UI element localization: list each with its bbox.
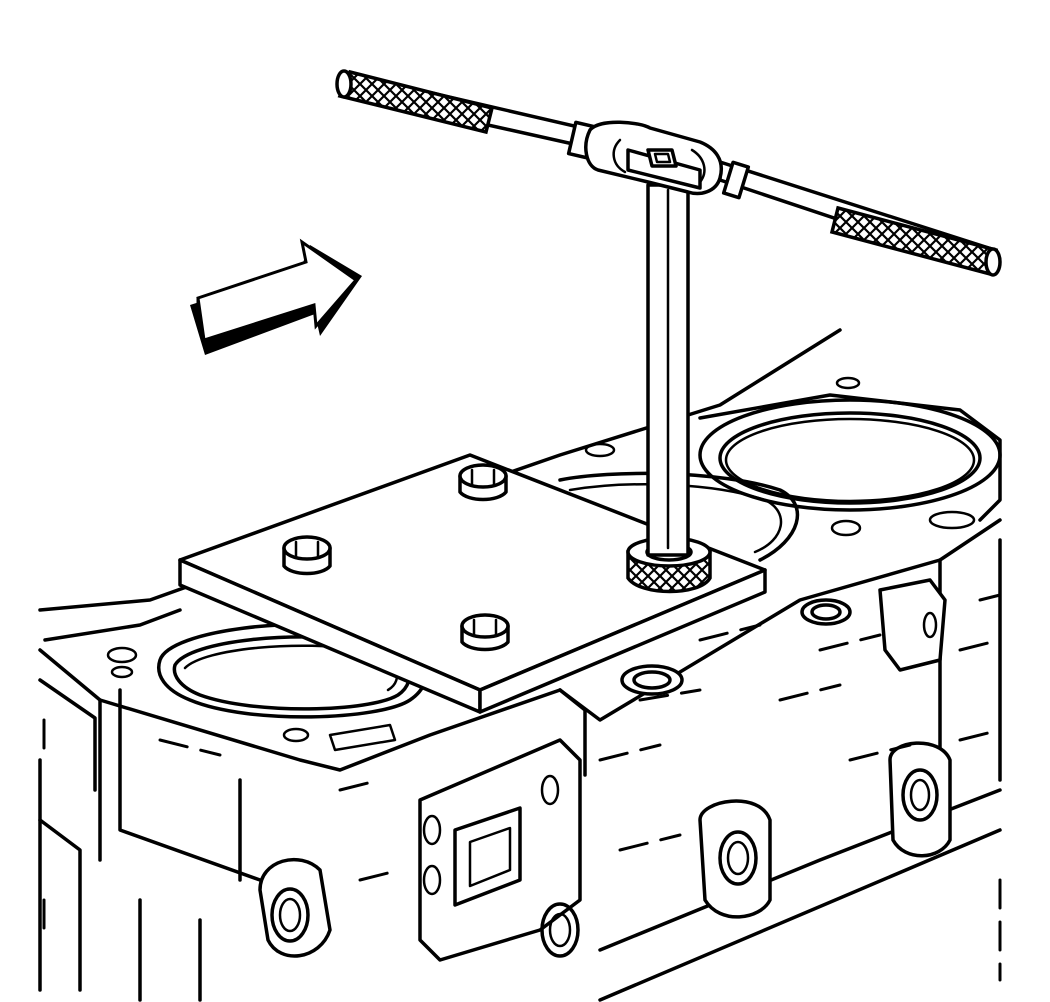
plate-bolt (458, 463, 508, 502)
plate-bolt (460, 613, 510, 652)
plate-bolt (282, 535, 332, 576)
side-bracket (878, 578, 947, 672)
fixture-plate (178, 453, 767, 714)
tap-wrench (335, 69, 1002, 557)
deck-bushings (620, 598, 852, 696)
arrow-icon (190, 238, 362, 355)
cylinder-block (38, 328, 1002, 1002)
mount-boss-left (258, 858, 332, 958)
mount-boss-center (418, 738, 582, 962)
mount-boss-right (698, 741, 952, 919)
